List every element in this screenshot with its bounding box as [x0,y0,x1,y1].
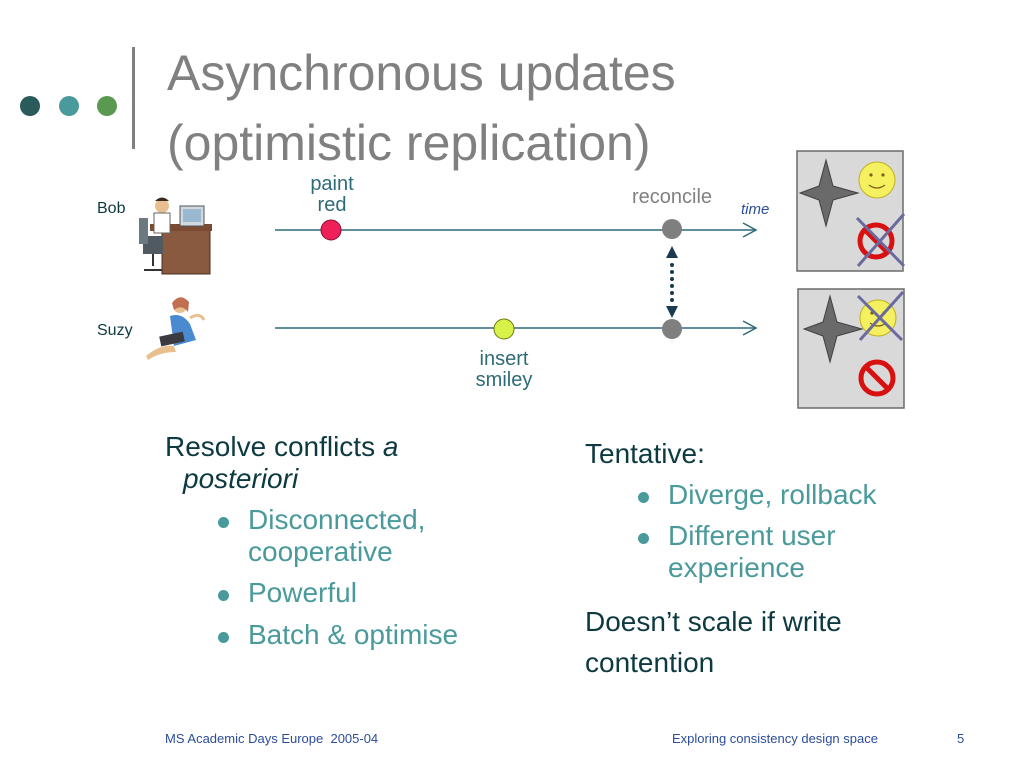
page-number: 5 [957,731,965,746]
accent-dot-dark [20,96,40,116]
prohibited-sign-icon [858,359,896,397]
right-conclusion-line-1: Doesn’t scale if write [585,606,842,637]
bullet-dot [218,590,229,601]
insert-smiley-event-dot [493,318,515,340]
cross-out-icon [855,213,906,268]
suzy-reconcile-dot [662,319,682,339]
slide-title-line-2: (optimistic replication) [167,115,651,171]
left-bullet-2: Powerful [218,577,357,609]
insert-label-line-1: insert [479,348,529,370]
right-bullet-2-line-2: experience [668,552,805,584]
left-heading: Resolve conflicts a posteriori [165,431,398,495]
left-heading-line-2: posteriori [165,463,398,495]
four-point-star-icon [802,294,864,364]
left-bullet-3: Batch & optimise [218,619,459,651]
footer-left: MS Academic Days Europe 2005-04 [165,731,379,746]
left-bullet-1-line-2: cooperative [248,536,393,568]
paint-label-line-1: paint [310,173,354,195]
person-at-desk-icon [139,197,212,275]
bob-reconcile-dot [662,219,682,239]
accent-dot-teal [59,96,79,116]
left-bullet-1: Disconnected, cooperative [218,504,426,568]
timeline-diagram [139,150,906,409]
footer-center: Exploring consistency design space [672,731,878,746]
right-heading: Tentative: [585,438,705,469]
right-conclusion-line-2: contention [585,647,715,679]
left-bullet-3-line-1: Batch & optimise [248,619,459,650]
dotted-double-arrow-icon [666,246,678,318]
bob-label: Bob [97,200,126,217]
left-heading-main: Resolve conflicts [165,431,383,462]
paint-red-label: paint red [292,174,372,216]
left-bullet-1-line-1: Disconnected, [248,504,426,535]
left-heading-italic-2: posteriori [183,463,299,495]
four-point-star-icon [798,158,860,228]
paint-red-event-dot [320,219,342,241]
right-conclusion: Doesn’t scale if write contention [585,601,842,684]
left-heading-line-1: Resolve conflicts a [165,431,398,463]
bullet-dot [638,492,649,503]
cross-out-icon [856,290,905,342]
insert-smiley-label: insert smiley [459,349,549,391]
smiley-face-icon [858,161,896,199]
paint-label-line-2: red [317,194,347,216]
bullet-dot [218,517,229,528]
accent-dot-green [97,96,117,116]
bullet-dot [218,632,229,643]
slide-title-line-1: Asynchronous updates [167,45,676,101]
left-heading-italic-1: a [382,431,399,462]
person-with-laptop-icon [146,297,206,360]
prohibited-sign-icon [857,222,895,260]
right-bullet-2-line-1: Different user [668,520,836,551]
right-bullet-1: Diverge, rollback [638,479,877,511]
right-bullet-1-line-1: Diverge, rollback [668,479,877,510]
right-bullet-2: Different user experience [638,520,836,584]
reconcile-label: reconcile [631,186,713,208]
left-bullet-2-line-1: Powerful [248,577,357,608]
insert-label-line-2: smiley [475,369,533,391]
bullet-dot [638,533,649,544]
title-divider [132,47,135,149]
time-label: time [741,201,770,218]
suzy-label: Suzy [97,322,133,339]
